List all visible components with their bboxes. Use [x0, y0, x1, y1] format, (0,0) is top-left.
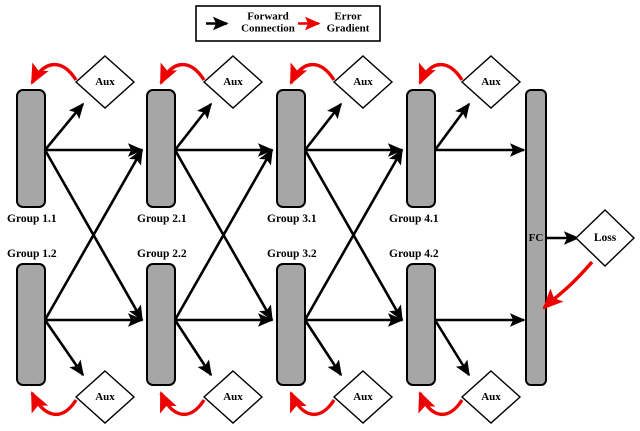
node-aux-top-4	[460, 55, 522, 109]
label-group-2-1: Group 2.1	[137, 213, 187, 225]
conn-g31-aux3	[303, 102, 343, 151]
label-group-2-2: Group 2.2	[137, 248, 187, 260]
conn-g32-g41	[303, 148, 404, 321]
legend-forward-label: Forward Connection	[241, 10, 295, 35]
label-aux-bottom-1: Aux	[95, 391, 115, 403]
node-aux-bottom-3	[332, 370, 394, 424]
grad-aux-bottom-3-to-g32	[289, 391, 336, 417]
legend	[195, 5, 381, 42]
grad-aux-top-1-to-g11	[30, 62, 78, 85]
node-aux-bottom-4	[460, 370, 522, 424]
legend-error-label: Error Gradient	[326, 10, 370, 35]
grad-loss-to-fc	[542, 260, 594, 310]
label-aux-top-2: Aux	[223, 76, 243, 88]
block-group-4-2	[406, 263, 436, 386]
label-loss: Loss	[593, 232, 617, 244]
group-blocks-top	[16, 89, 436, 208]
conn-g42-aux8	[433, 319, 471, 377]
grad-aux-top-3-to-g31	[289, 62, 336, 85]
conn-g41-aux4	[433, 102, 471, 151]
block-group-3-1	[276, 89, 306, 208]
node-loss	[574, 209, 636, 267]
grad-aux-bottom-1-to-g12	[30, 391, 78, 417]
label-fc: FC	[528, 232, 544, 244]
label-aux-top-3: Aux	[353, 76, 373, 88]
label-aux-bottom-3: Aux	[353, 391, 373, 403]
block-group-3-2	[276, 263, 306, 386]
label-aux-bottom-2: Aux	[223, 391, 243, 403]
node-aux-top-3	[332, 55, 394, 109]
aux-branch-arrows-bottom	[43, 319, 471, 377]
group-blocks-bottom	[16, 263, 436, 386]
conn-g32-aux7	[303, 319, 343, 377]
label-group-4-1: Group 4.1	[389, 213, 439, 225]
label-aux-top-4: Aux	[481, 76, 501, 88]
block-group-1-2	[16, 263, 46, 386]
block-group-1-1	[16, 89, 46, 208]
block-group-2-1	[146, 89, 176, 208]
conn-g22-g31	[173, 148, 274, 321]
conn-g21-aux2	[173, 102, 213, 151]
label-group-3-2: Group 3.2	[267, 248, 317, 260]
aux-nodes-bottom	[74, 370, 522, 424]
label-group-1-2: Group 1.2	[7, 248, 57, 260]
label-group-3-1: Group 3.1	[267, 213, 317, 225]
node-aux-top-1	[74, 55, 136, 109]
grad-aux-top-4-to-g41	[418, 62, 464, 85]
label-aux-top-1: Aux	[95, 76, 115, 88]
error-gradients-bottom	[30, 391, 464, 417]
conn-g12-g21	[43, 148, 144, 321]
aux-nodes-top	[74, 55, 522, 109]
aux-branch-arrows-top	[43, 102, 471, 151]
grad-aux-bottom-2-to-g22	[159, 391, 206, 417]
label-aux-bottom-4: Aux	[481, 391, 501, 403]
forward-connections	[43, 143, 526, 327]
conn-g12-aux5	[43, 319, 85, 377]
block-group-2-2	[146, 263, 176, 386]
error-gradients-top	[30, 62, 464, 85]
grad-aux-bottom-4-to-g42	[418, 391, 464, 417]
block-group-4-1	[406, 89, 436, 208]
conn-g22-aux6	[173, 319, 213, 377]
label-group-1-1: Group 1.1	[7, 213, 57, 225]
conn-g11-aux1	[43, 102, 85, 151]
grad-aux-top-2-to-g21	[159, 62, 206, 85]
label-group-4-2: Group 4.2	[389, 248, 439, 260]
node-aux-bottom-2	[202, 370, 264, 424]
node-aux-top-2	[202, 55, 264, 109]
node-aux-bottom-1	[74, 370, 136, 424]
